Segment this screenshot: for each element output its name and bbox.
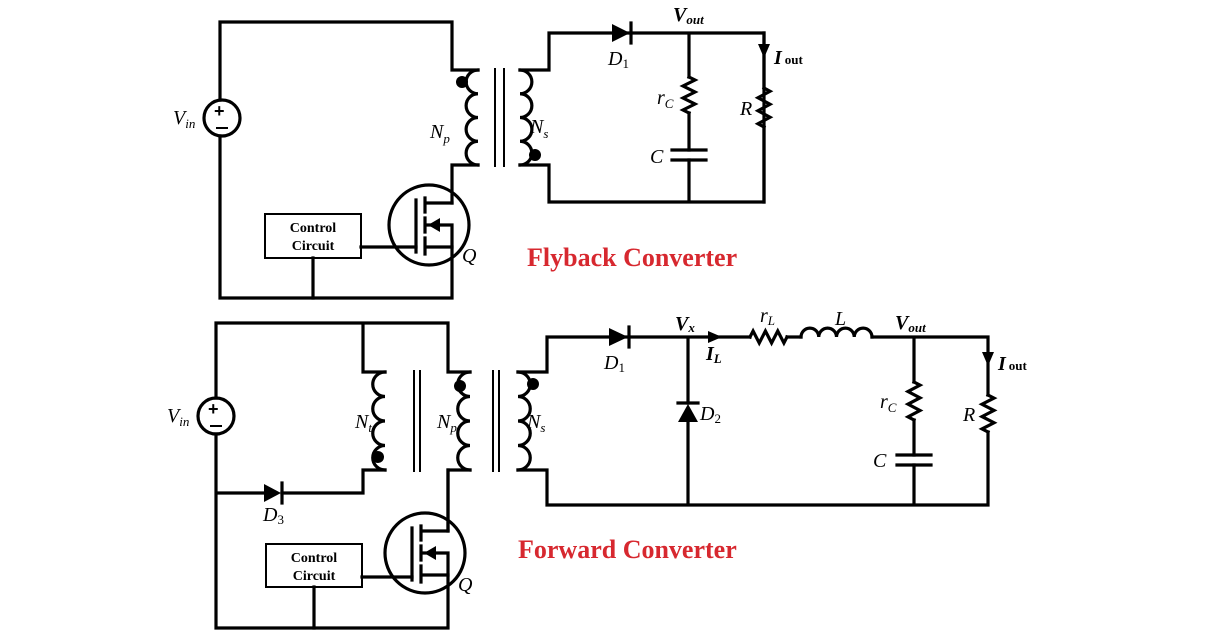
svg-text:Control: Control [291,551,338,566]
flyback-control-wires [311,245,418,300]
flyback-secondary-winding [518,68,534,167]
forward-control-circuit: Control Circuit [265,543,363,588]
forward-capacitor [895,453,933,467]
forward-rl-resistor [747,327,790,347]
forward-title: Forward Converter [518,535,737,564]
flyback-rc-label: rC [657,87,674,111]
flyback-primary-loop-wire [218,20,480,300]
forward-iout-arrow [982,352,994,366]
forward-vout-label: Vout [895,312,926,335]
forward-r-label: R [962,404,975,426]
forward-l-label: L [834,308,846,330]
flyback-vout-label: Vout [673,4,704,27]
forward-d2-label: D2 [699,403,721,426]
flyback-load-resistor [754,85,774,130]
forward-diode-d3 [264,481,284,505]
flyback-primary-dot [456,76,468,88]
svg-text:Control: Control [290,221,337,236]
forward-rc-label: rC [880,391,897,415]
forward-rc-resistor [904,379,924,423]
flyback-primary-winding [464,68,480,167]
flyback-title: Flyback Converter [527,243,737,272]
forward-converter: + [167,305,1028,630]
flyback-secondary-loop-wire [518,31,766,204]
forward-primary-dot [454,380,466,392]
flyback-vin-label: Vin [173,107,195,131]
forward-secondary-dot [527,378,539,390]
forward-ns-label: Ns [526,411,545,435]
svg-text:Circuit: Circuit [293,569,336,584]
forward-diode-d1 [609,325,631,349]
forward-np-label: Np [436,411,457,435]
forward-tertiary-winding [371,370,387,472]
flyback-diode-d1 [612,21,633,45]
forward-control-wires [312,575,414,630]
forward-vin-label: Vin [167,405,189,429]
forward-il-label: IL [705,343,722,366]
flyback-ns-label: Ns [529,116,548,141]
flyback-rc-resistor [679,74,699,116]
forward-il-arrow [708,331,722,343]
svg-text:Circuit: Circuit [292,239,335,254]
flyback-control-circuit: Control Circuit [264,213,362,259]
forward-secondary-wire [516,335,990,507]
forward-d1-label: D1 [603,352,625,375]
forward-mosfet-q [383,511,467,595]
plus-sign: + [208,399,219,419]
forward-nt-label: Nt [354,411,372,435]
forward-vin-source: + [196,396,236,436]
forward-diode-d2 [676,401,700,422]
forward-c-label: C [873,450,887,472]
forward-q-label: Q [458,574,473,596]
plus-sign: + [214,101,225,121]
flyback-capacitor [670,148,708,162]
flyback-c-label: C [650,146,664,168]
forward-d3-label: D3 [262,504,284,527]
flyback-r-label: R [739,98,752,120]
forward-vx-label: Vx [675,313,695,335]
forward-tertiary-dot [372,451,384,463]
flyback-q-label: Q [462,245,477,267]
flyback-mosfet-q [387,183,471,267]
forward-inductor-l [799,326,874,339]
flyback-secondary-dot [529,149,541,161]
forward-load-resistor [978,392,998,435]
flyback-vin-source: + [202,98,242,138]
forward-rl-label: rL [760,305,775,328]
flyback-d1-label: D1 [607,48,629,71]
flyback-np-label: Np [429,121,450,146]
forward-secondary-winding [516,370,532,472]
flyback-converter: + Control Circuit Vin Np Ns [173,4,804,300]
